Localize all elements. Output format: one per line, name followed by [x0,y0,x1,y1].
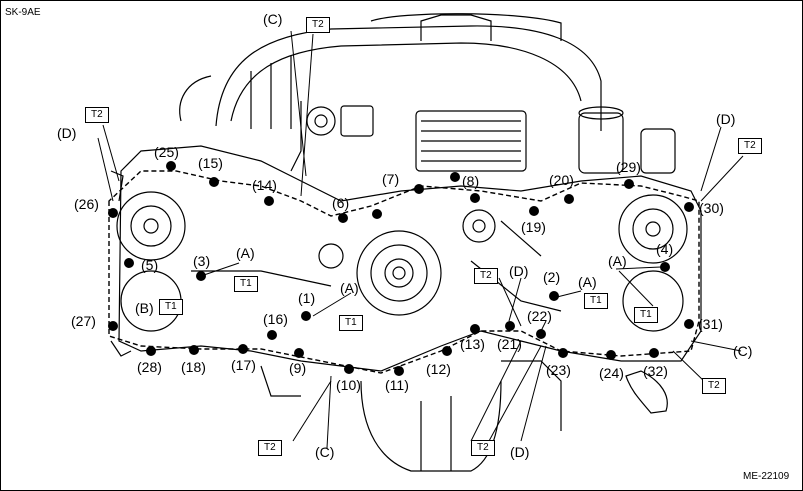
callout-b: (B) [135,300,154,316]
callout-a-2: (A) [578,274,597,290]
bolt-label-32: (32) [643,363,668,379]
bolt-label-22: (22) [527,308,552,324]
bolt-label-29: (29) [616,159,641,175]
bolt-label-26: (26) [74,196,99,212]
callout-a-1: (A) [340,280,359,296]
bolt-label-8: (8) [462,173,480,189]
callout-c-top: (C) [263,11,283,27]
bolt-label-13: (13) [460,336,485,352]
reference-code: ME-22109 [743,471,790,482]
bolt-label-17: (17) [231,357,256,373]
bolt-label-6: (6) [332,195,350,211]
torque-tag-t2-bottom-left: T2 [258,440,282,456]
torque-tag-t2-left: T2 [85,107,109,123]
bolt-label-4: (4) [656,241,674,257]
bolt-label-28: (28) [137,359,162,375]
callout-c-right: (C) [733,343,753,359]
bolt-label-7: (7) [382,171,400,187]
bolt-label-11: (11) [385,377,409,393]
bolt-label-16: (16) [263,311,288,327]
bolt-label-23: (23) [546,362,571,378]
torque-tag-t1-2: T1 [584,293,608,309]
torque-tag-t1-4: T1 [634,307,658,323]
bolt-label-31: (31) [698,316,723,332]
bolt-label-9: (9) [289,360,307,376]
bolt-label-15: (15) [198,155,223,171]
torque-tag-t2-bottom-right: T2 [702,378,726,394]
bolt-label-14: (14) [252,177,277,193]
callout-d-right: (D) [716,111,736,127]
torque-tag-t1-1: T1 [339,315,363,331]
bolt-label-18: (18) [181,359,206,375]
bolt-label-19: (19) [521,219,546,235]
callout-a-3: (A) [236,245,255,261]
torque-tag-t1-b: T1 [159,299,183,315]
callout-d-mid: (D) [509,263,529,279]
torque-tag-t2-bottom-mid: T2 [471,440,495,456]
bolt-label-3: (3) [193,253,211,269]
bolt-label-21: (21) [497,336,522,352]
bolt-label-12: (12) [426,361,451,377]
bolt-label-10: (10) [336,377,361,393]
bolt-label-24: (24) [599,365,624,381]
bolt-label-25: (25) [154,144,179,160]
callout-d-left: (D) [57,125,77,141]
figure-code: SK-9AE [5,7,41,18]
bolt-label-30: (30) [699,200,724,216]
torque-tag-t1-3: T1 [234,276,258,292]
bolt-label-20: (20) [549,172,574,188]
torque-tag-t2-right: T2 [738,138,762,154]
callout-c-bottom: (C) [315,444,335,460]
torque-tag-t2-top: T2 [306,17,330,33]
callout-a-4: (A) [608,253,627,269]
callout-d-bottom: (D) [510,444,530,460]
bolt-label-2: (2) [543,269,561,285]
bolt-label-5: (5) [141,257,159,273]
torque-tag-t2-mid: T2 [474,268,498,284]
bolt-label-1: (1) [298,290,316,306]
bolt-label-27: (27) [71,313,96,329]
